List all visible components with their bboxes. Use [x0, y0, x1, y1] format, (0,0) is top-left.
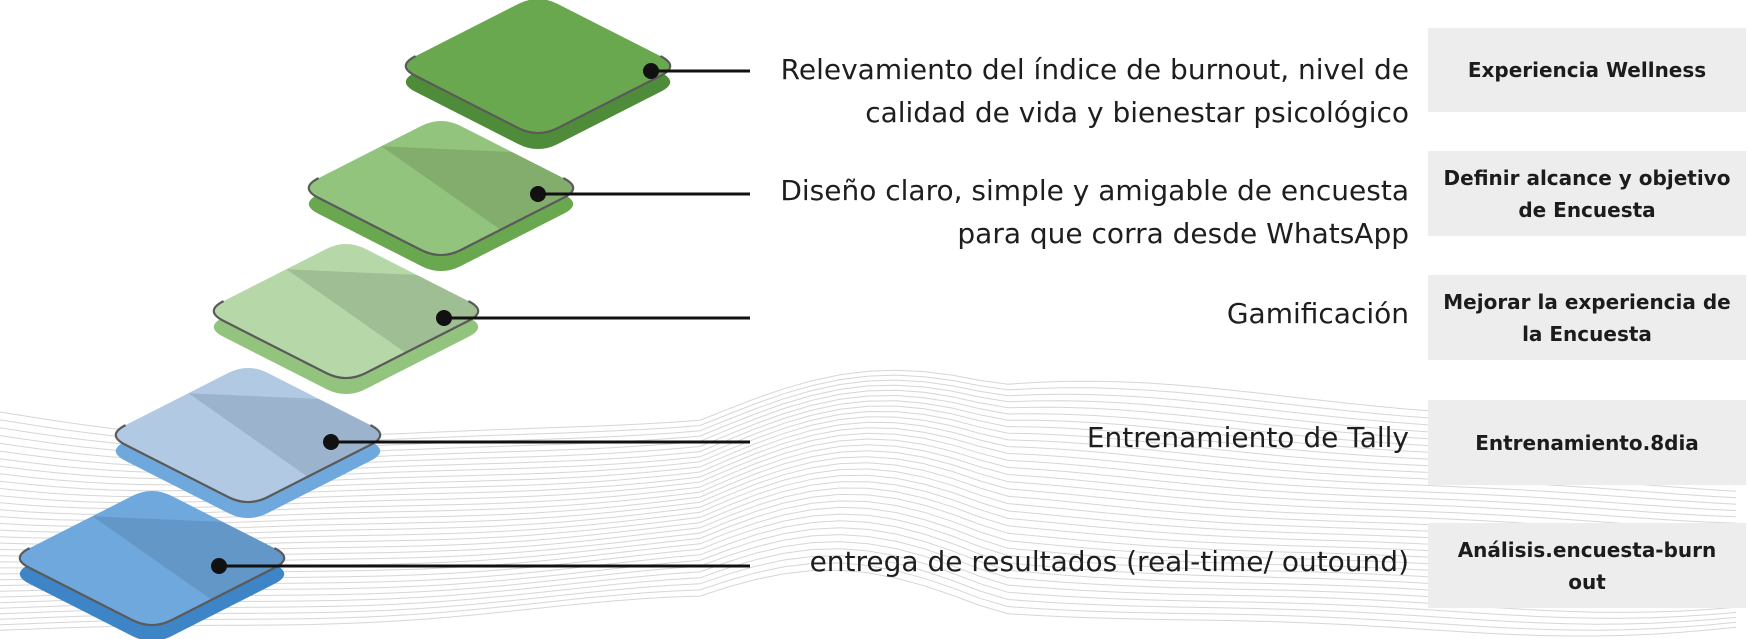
step-2-tag: Definir alcance y objetivo de Encuesta — [1428, 151, 1746, 236]
slab-side — [213, 301, 479, 395]
slab-side — [308, 178, 574, 272]
step-5-tag: Análisis.encuesta-burn out — [1428, 523, 1746, 608]
connector-dot-1 — [643, 63, 659, 79]
wave-line — [0, 432, 1737, 511]
step-1-tag: Experiencia Wellness — [1428, 28, 1746, 112]
slab-edge — [404, 55, 672, 135]
stacked-layers — [18, 0, 672, 639]
layer-slab-4 — [114, 367, 382, 519]
slab-edge — [18, 547, 286, 627]
connector-lines — [211, 63, 750, 574]
connector-dot-2 — [530, 186, 546, 202]
step-4-description: Entrenamiento de Tally — [1086, 421, 1409, 454]
wave-line — [0, 438, 1737, 518]
slab-side — [405, 56, 671, 150]
step-1-description: Relevamiento del índice de burnout, nive… — [780, 53, 1409, 129]
step-2-description: Diseño claro, simple y amigable de encue… — [780, 174, 1409, 250]
slab-band — [478, 24, 671, 108]
wave-line — [0, 562, 1737, 631]
step-4-tag: Entrenamiento.8dia — [1428, 400, 1746, 485]
slab-side — [19, 548, 285, 639]
slab-band — [92, 516, 285, 600]
wave-line — [0, 569, 1737, 637]
layer-slab-1 — [404, 0, 672, 150]
step-3-description: Gamificación — [1226, 297, 1409, 330]
layer-slab-5 — [18, 490, 286, 639]
wave-line — [0, 555, 1737, 625]
wave-line — [0, 444, 1737, 524]
slab-band — [188, 393, 381, 477]
layer-slab-3 — [212, 243, 480, 395]
slab-side — [115, 425, 381, 519]
step-5-description: entrega de resultados (real-time/ outoun… — [809, 545, 1409, 578]
slab-edge — [114, 424, 382, 504]
wave-line — [0, 548, 1737, 619]
layer-slab-2 — [307, 120, 575, 272]
connector-dot-5 — [211, 558, 227, 574]
wave-line — [0, 450, 1737, 530]
step-3-tag: Mejorar la experiencia de la Encuesta — [1428, 275, 1746, 360]
slab-edge — [212, 300, 480, 380]
connector-dot-4 — [323, 434, 339, 450]
wave-line — [0, 456, 1737, 536]
slab-band — [381, 146, 574, 230]
connector-dot-3 — [436, 310, 452, 326]
slab-band — [286, 269, 479, 353]
slab-edge — [307, 177, 575, 257]
